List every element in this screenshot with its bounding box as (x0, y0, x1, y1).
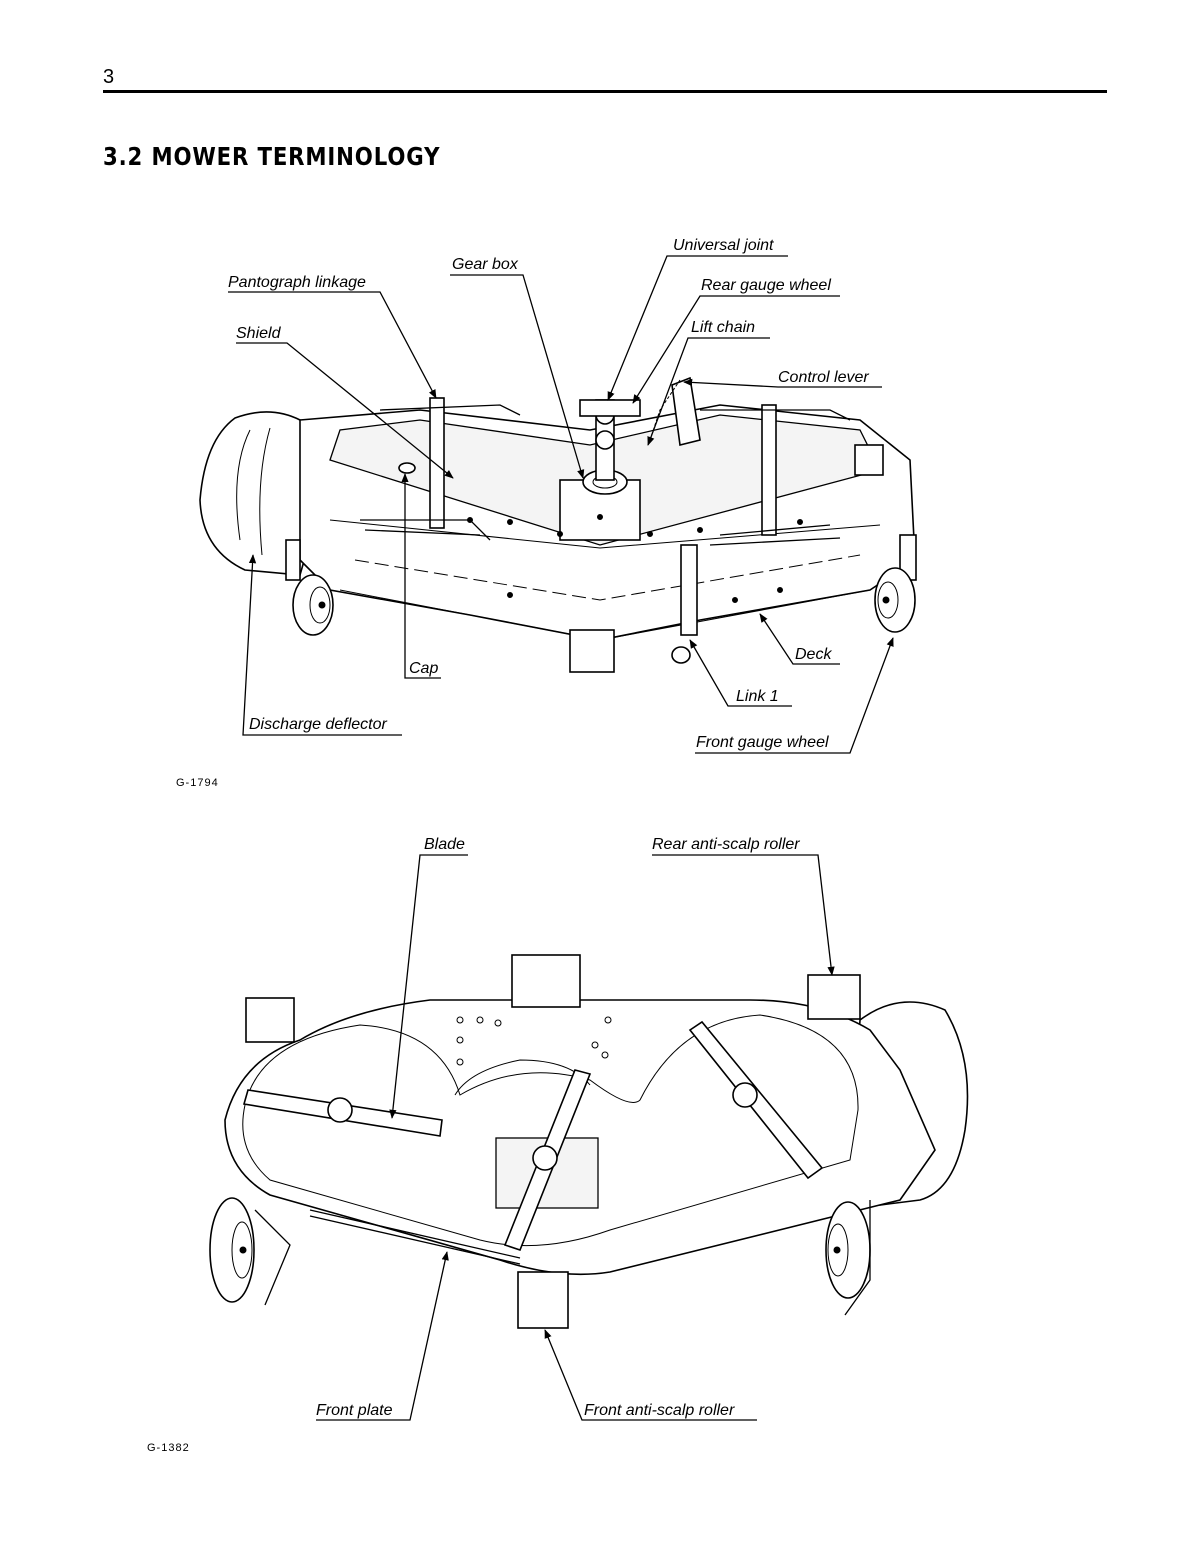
top-mower-drawing (199, 376, 917, 673)
label-pantograph-linkage: Pantograph linkage (228, 274, 366, 291)
section-title: 3.2 MOWER TERMINOLOGY (103, 142, 441, 171)
deck-underside-shape (224, 999, 936, 1276)
label-control-lever: Control lever (778, 369, 869, 386)
label-link-1: Link 1 (736, 688, 779, 705)
label-blade: Blade (424, 836, 465, 853)
page-number: 3 (103, 66, 115, 88)
label-rear-gauge-wheel: Rear gauge wheel (701, 277, 831, 294)
label-discharge-deflector: Discharge deflector (249, 716, 388, 733)
label-cap: Cap (409, 660, 438, 677)
discharge-deflector-shape (199, 411, 331, 576)
top-figure-leaders (228, 255, 894, 754)
label-deck: Deck (795, 646, 832, 663)
label-shield: Shield (236, 325, 282, 342)
label-gear-box: Gear box (452, 256, 519, 273)
figure-code-bottom: G-1382 (147, 1442, 190, 1454)
label-universal-joint: Universal joint (673, 237, 774, 254)
label-rear-anti-scalp-roller: Rear anti-scalp roller (652, 836, 800, 853)
label-front-plate: Front plate (316, 1402, 393, 1419)
bottom-figure-leaders (316, 854, 835, 1421)
label-lift-chain: Lift chain (691, 319, 755, 336)
label-front-gauge-wheel: Front gauge wheel (696, 734, 829, 751)
figure-code-top: G-1794 (176, 777, 219, 789)
bottom-mower-drawing (209, 954, 969, 1329)
label-front-anti-scalp-roller: Front anti-scalp roller (584, 1402, 735, 1419)
header-rule (103, 90, 1107, 93)
